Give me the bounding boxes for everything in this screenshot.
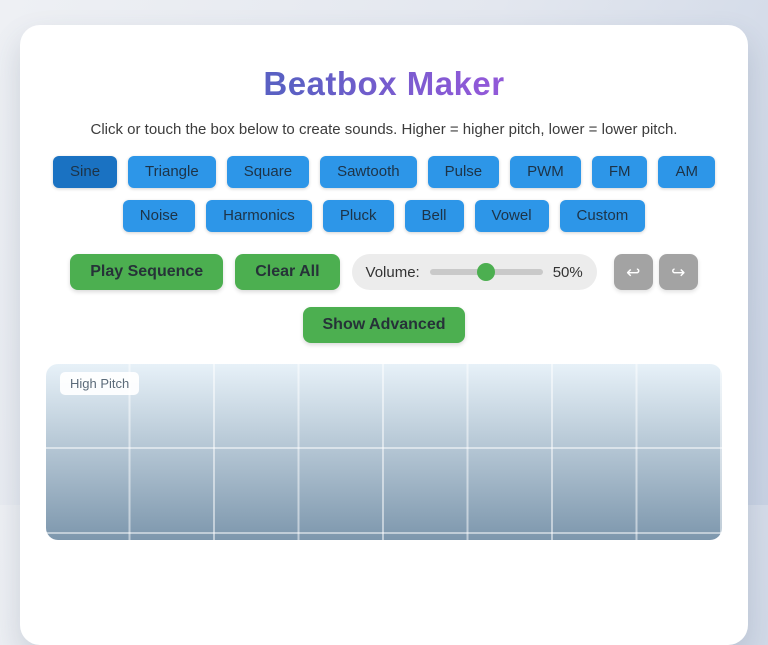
- waveform-button-sawtooth[interactable]: Sawtooth: [320, 156, 417, 188]
- play-sequence-button[interactable]: Play Sequence: [70, 254, 224, 290]
- volume-label: Volume:: [365, 263, 420, 281]
- waveform-button-triangle[interactable]: Triangle: [128, 156, 216, 188]
- controls-row: Play Sequence Clear All Volume: 50% ↩ ↪: [20, 254, 748, 290]
- waveform-button-fm[interactable]: FM: [591, 156, 648, 188]
- waveform-button-harmonics[interactable]: Harmonics: [206, 200, 312, 232]
- instructions-text: Click or touch the box below to create s…: [90, 121, 678, 138]
- waveform-button-square[interactable]: Square: [226, 156, 310, 188]
- page-title-text: Beatbox Maker: [263, 65, 505, 102]
- waveform-button-pulse[interactable]: Pulse: [427, 156, 500, 188]
- show-advanced-button[interactable]: Show Advanced: [302, 307, 466, 343]
- waveform-row-2: Noise Harmonics Pluck Bell Vowel Custom: [20, 200, 748, 232]
- waveform-button-noise[interactable]: Noise: [122, 200, 196, 232]
- waveform-button-vowel[interactable]: Vowel: [474, 200, 549, 232]
- waveform-button-pwm[interactable]: PWM: [510, 156, 581, 188]
- waveform-button-pluck[interactable]: Pluck: [322, 200, 394, 232]
- volume-value: 50%: [552, 263, 583, 281]
- pitch-grid[interactable]: High Pitch: [46, 364, 722, 540]
- clear-all-button[interactable]: Clear All: [235, 254, 340, 290]
- volume-control: Volume: 50%: [351, 254, 597, 290]
- undo-icon: ↩: [626, 262, 641, 282]
- app-card: Beatbox Maker Click or touch the box bel…: [20, 25, 748, 645]
- waveform-button-custom[interactable]: Custom: [559, 200, 646, 232]
- waveform-button-am[interactable]: AM: [658, 156, 715, 188]
- advanced-row: Show Advanced: [20, 307, 748, 343]
- history-buttons: ↩ ↪: [613, 254, 698, 290]
- waveform-button-bell[interactable]: Bell: [404, 200, 464, 232]
- undo-button[interactable]: ↩: [613, 254, 653, 290]
- volume-slider[interactable]: [429, 269, 543, 275]
- page-title: Beatbox Maker: [20, 25, 748, 100]
- redo-button[interactable]: ↪: [658, 254, 698, 290]
- waveform-button-sine[interactable]: Sine: [53, 156, 118, 188]
- redo-icon: ↪: [671, 262, 686, 282]
- high-pitch-label: High Pitch: [60, 372, 140, 395]
- waveform-row-1: Sine Triangle Square Sawtooth Pulse PWM FM AM: [20, 156, 748, 188]
